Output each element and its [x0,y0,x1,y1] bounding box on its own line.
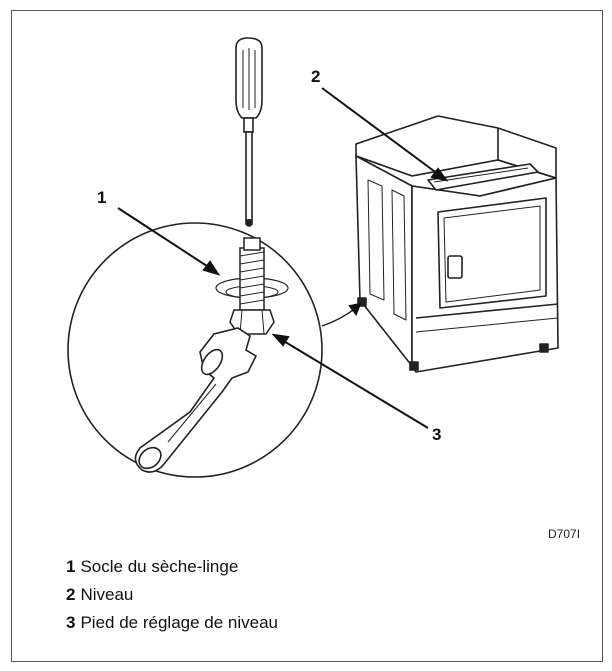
figure-frame [11,10,603,662]
callout-2: 2 [311,67,321,86]
legend-item-text: Niveau [80,585,134,604]
magnified-detail-circle [67,222,323,478]
legend-item-text: Socle du sèche-linge [80,557,239,576]
legend-item-number: 1 [66,557,76,576]
screwdriver-icon [235,37,263,227]
figure-code: D707I [548,527,581,541]
legend-item-number: 2 [66,585,76,604]
callout-leaders [117,87,449,429]
callout-1: 1 [97,188,107,207]
callout-3: 3 [432,425,442,444]
leveling-leg-detail [215,237,289,335]
legend-item-text: Pied de réglage de niveau [80,613,279,632]
legend-item-number: 3 [66,613,76,632]
wrench-icon [134,327,258,473]
dryer-appliance [355,115,559,373]
